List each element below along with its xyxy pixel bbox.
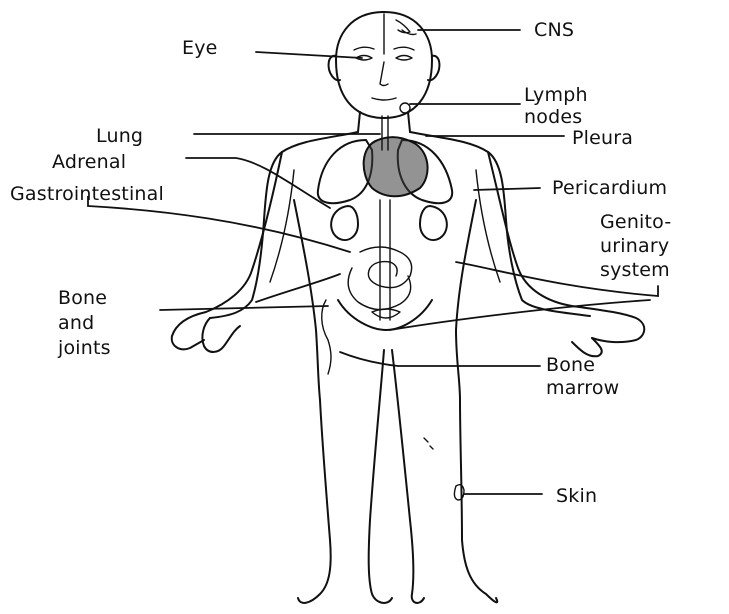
- left-arm: [172, 152, 282, 349]
- leader-pericardium: [474, 188, 540, 190]
- right-eye: [396, 56, 412, 61]
- left-hand: [202, 318, 240, 352]
- lymph-node: [400, 103, 410, 113]
- cns-scribble: [396, 20, 416, 35]
- leader-bone-joints-2: [256, 274, 340, 302]
- label-pleura: Pleura: [572, 126, 633, 150]
- label-lung: Lung: [96, 124, 143, 148]
- label-bone-joints: Bone and joints: [58, 286, 111, 361]
- torso-right: [410, 132, 590, 316]
- femur: [322, 300, 331, 374]
- heart: [364, 137, 428, 196]
- knee-marks: [424, 438, 433, 449]
- right-kidney: [420, 206, 447, 240]
- label-gastrointestinal: Gastrointestinal: [10, 182, 164, 206]
- left-hip: [294, 200, 320, 400]
- label-genitourinary: Genito- urinary system: [600, 210, 671, 282]
- skin-lesion: [454, 485, 464, 500]
- leader-bone-marrow: [340, 352, 540, 366]
- label-adrenal: Adrenal: [52, 150, 126, 174]
- label-skin: Skin: [556, 484, 597, 508]
- left-kidney: [331, 206, 358, 240]
- right-leg: [460, 400, 497, 602]
- label-pericardium: Pericardium: [552, 176, 667, 200]
- left-inner-leg: [369, 350, 392, 603]
- label-eye: Eye: [182, 36, 218, 60]
- label-bone-marrow: Bone marrow: [546, 354, 619, 400]
- mouth: [372, 98, 396, 100]
- nose: [380, 62, 388, 86]
- label-cns: CNS: [534, 18, 574, 42]
- right-inner-leg: [392, 350, 424, 603]
- torso-left: [210, 132, 358, 318]
- left-leg: [298, 400, 331, 603]
- leader-eye: [256, 52, 362, 58]
- bladder: [372, 309, 400, 318]
- leader-adrenal: [186, 158, 330, 208]
- right-hip: [456, 200, 476, 400]
- label-lymph-nodes: Lymph nodes: [524, 84, 588, 128]
- spine: [380, 200, 390, 320]
